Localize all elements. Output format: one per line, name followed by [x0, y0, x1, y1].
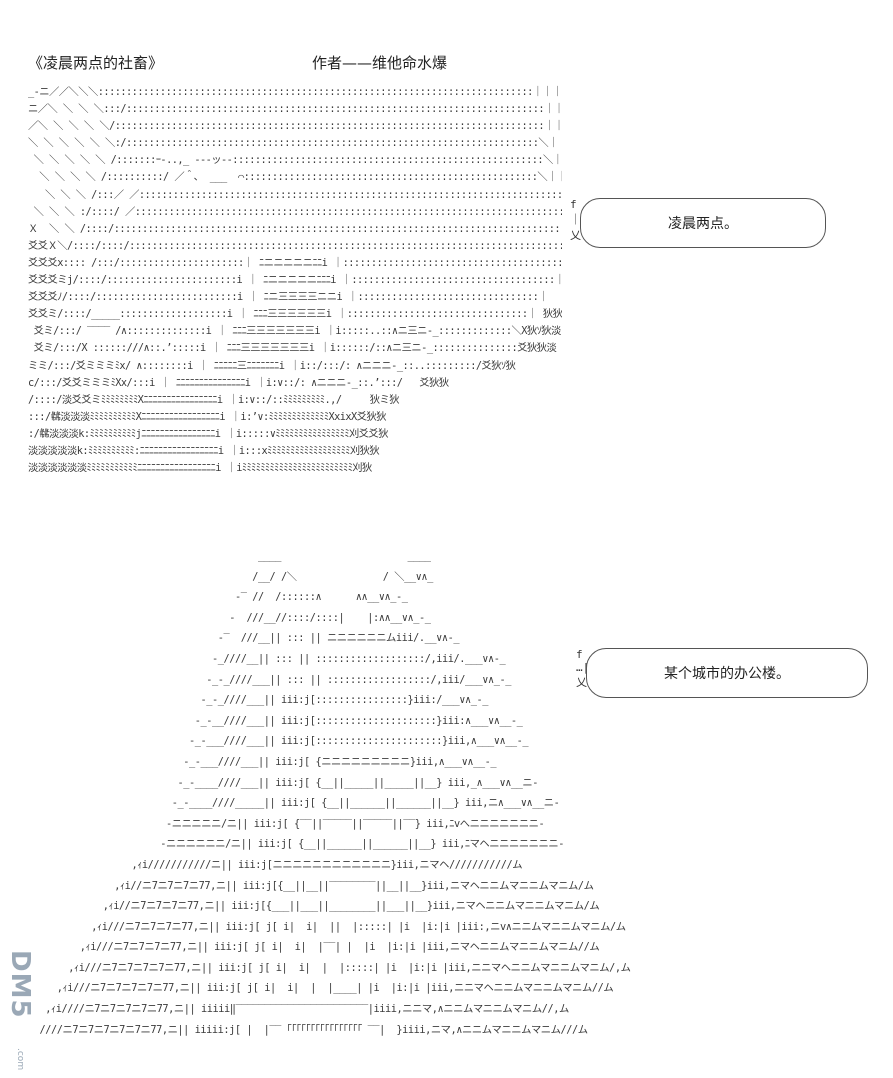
watermark-logo: DM5 .com	[5, 950, 35, 1070]
speech-bubble-time: 凌晨两点。	[580, 198, 826, 248]
bubble-tail: f｜乂	[570, 198, 581, 242]
comic-title: 《凌晨两点的社畜》	[28, 54, 164, 72]
ascii-art-office-building: ____ ____ /__/ /＼ / ＼__∨∧_ -‾ // /::::::…	[39, 550, 631, 1036]
ascii-art-night-window: _-ニ／／＼＼＼::::::::::::::::::::::::::::::::…	[28, 86, 562, 475]
watermark-logo-text: DM5	[5, 950, 35, 1019]
speech-bubble-location: 某个城市的办公楼。	[586, 648, 868, 698]
bubble-tail: f…|乂	[576, 648, 590, 689]
watermark-site-text: .com	[15, 1047, 25, 1070]
author-credit: 作者——维他命水爆	[312, 54, 448, 72]
